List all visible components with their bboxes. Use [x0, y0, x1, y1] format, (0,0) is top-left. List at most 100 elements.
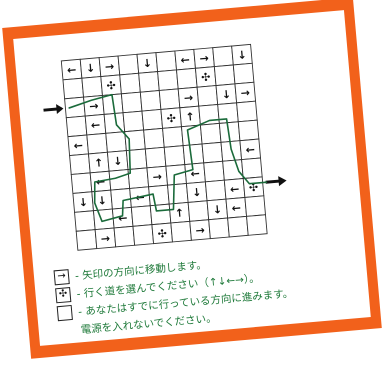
- cross-arrows-icon: ✣: [157, 227, 167, 241]
- arrow-right-icon: →: [195, 224, 205, 238]
- cross-arrows-icon: ✣: [248, 181, 258, 195]
- arrow-right-icon: →: [240, 86, 250, 100]
- grid-cell[interactable]: [157, 69, 179, 92]
- grid-cell[interactable]: [199, 122, 222, 145]
- arrow-left-icon: ←: [118, 211, 128, 225]
- arrow-left-icon: ←: [229, 182, 239, 196]
- grid-cell[interactable]: [241, 157, 263, 180]
- grid-cell[interactable]: [222, 159, 244, 181]
- arrow-left-icon: ←: [231, 201, 241, 215]
- grid-cell[interactable]: [187, 200, 210, 222]
- grid-cell[interactable]: [163, 145, 186, 167]
- grid-cell[interactable]: [141, 108, 164, 131]
- grid-cell[interactable]: [143, 127, 165, 150]
- grid-cell[interactable]: [130, 205, 153, 227]
- grid-cell[interactable]: [74, 210, 96, 232]
- legend-blank-cell: [56, 304, 73, 321]
- arrow-up-icon: ↑: [174, 206, 184, 220]
- maze-grid[interactable]: ←↓→↓←→↓✣✣→→↓→←✣↑←↑↓←←→←↓↓←↓←✣←↑↓←→✣→: [37, 30, 344, 266]
- legend-arrow-icon: →: [53, 268, 70, 285]
- grid-cell[interactable]: [155, 50, 178, 73]
- grid-cell[interactable]: [75, 229, 98, 251]
- arrow-down-icon: ↓: [85, 62, 95, 76]
- arrow-left-icon: ←: [180, 53, 190, 67]
- grid-cell[interactable]: [64, 96, 86, 119]
- arrow-left-icon: ←: [73, 139, 83, 153]
- grid-cell[interactable]: [217, 102, 239, 124]
- grid-cell[interactable]: [122, 110, 145, 133]
- arrow-right-icon: →: [199, 52, 209, 66]
- arrow-left-icon: ←: [95, 175, 105, 189]
- grid-cell[interactable]: [144, 146, 167, 169]
- exit-arrow-head: [278, 176, 287, 187]
- arrow-left-icon: ←: [245, 143, 255, 157]
- arrow-down-icon: ↓: [78, 196, 88, 210]
- cross-arrows-icon: ✣: [166, 112, 176, 126]
- grid-cell[interactable]: [119, 72, 141, 95]
- grid-cell[interactable]: [138, 71, 160, 93]
- grid-cell[interactable]: [69, 153, 91, 175]
- grid-cell[interactable]: [148, 184, 170, 207]
- grid-cell[interactable]: [208, 217, 230, 240]
- grid-cell[interactable]: [170, 220, 192, 243]
- arrow-right-icon: →: [152, 170, 162, 184]
- grid-cell[interactable]: [213, 64, 236, 87]
- solution-trace: [68, 93, 268, 223]
- grid-cell[interactable]: [212, 45, 234, 68]
- paper-sheet: ←↓→↓←→↓✣✣→→↓→←✣↑←↑↓←←→←↓↓←↓←✣←↑↓←→✣→ → -…: [13, 10, 371, 346]
- grid-cell[interactable]: [149, 203, 172, 226]
- grid-cell[interactable]: [120, 91, 143, 114]
- arrow-right-icon: →: [104, 60, 114, 74]
- grid-cell[interactable]: [139, 90, 162, 112]
- grid-cell[interactable]: [196, 85, 219, 107]
- grid-cell[interactable]: [203, 160, 225, 183]
- arrow-right-icon: →: [89, 99, 99, 113]
- cross-arrows-icon: ✣: [106, 79, 116, 93]
- arrow-down-icon: ↓: [237, 48, 247, 62]
- grid-cell[interactable]: [182, 143, 205, 166]
- grid-cell[interactable]: [62, 77, 85, 100]
- arrow-down-icon: ↓: [212, 203, 222, 217]
- grid-cell[interactable]: [244, 195, 266, 217]
- arrow-down-icon: ↓: [192, 186, 202, 200]
- arrow-right-icon: →: [183, 91, 193, 105]
- arrow-down-icon: ↓: [142, 57, 152, 71]
- arrow-up-icon: ↑: [185, 110, 195, 124]
- grid-cell[interactable]: [113, 225, 136, 248]
- grid-cell[interactable]: [167, 183, 189, 205]
- grid-cell[interactable]: [201, 141, 224, 164]
- arrow-down-icon: ↓: [97, 194, 107, 208]
- arrow-right-icon: →: [100, 232, 110, 246]
- grid-cell[interactable]: [81, 76, 103, 98]
- grid-cell[interactable]: [237, 119, 260, 142]
- grid-cell[interactable]: [158, 88, 181, 110]
- arrow-left-icon: ←: [66, 63, 76, 77]
- grid-cell[interactable]: [127, 167, 150, 189]
- puzzle-card: ←↓→↓←→↓✣✣→→↓→←✣↑←↑↓←←→←↓↓←↓←✣←↑↓←→✣→ → -…: [2, 0, 382, 359]
- grid-cell[interactable]: [108, 169, 131, 191]
- arrow-left-icon: ←: [90, 118, 100, 132]
- entry-arrow-head: [56, 104, 64, 115]
- grid-cell[interactable]: [232, 62, 255, 85]
- grid-cell[interactable]: [65, 115, 88, 138]
- arrow-down-icon: ↓: [221, 88, 231, 102]
- grid-cell[interactable]: [70, 172, 93, 194]
- grid-cell[interactable]: [117, 53, 140, 76]
- grid-cell[interactable]: [124, 129, 146, 152]
- arrow-left-icon: ←: [190, 167, 200, 181]
- grid-cell[interactable]: [227, 215, 249, 238]
- grid-cell[interactable]: [86, 132, 108, 155]
- grid-cell[interactable]: [236, 100, 258, 123]
- legend-cross-icon: ✣: [55, 286, 72, 303]
- arrow-down-icon: ↓: [113, 155, 123, 169]
- grid-cell[interactable]: [204, 179, 227, 202]
- grid-cell[interactable]: [176, 67, 198, 90]
- cross-arrows-icon: ✣: [201, 71, 211, 85]
- grid-cell[interactable]: [132, 224, 155, 246]
- arrow-up-icon: ↑: [94, 156, 104, 170]
- grid-cell[interactable]: [105, 131, 127, 153]
- grid-cell[interactable]: [198, 103, 220, 126]
- grid-cell[interactable]: [246, 214, 268, 236]
- grid-cell[interactable]: [162, 126, 184, 148]
